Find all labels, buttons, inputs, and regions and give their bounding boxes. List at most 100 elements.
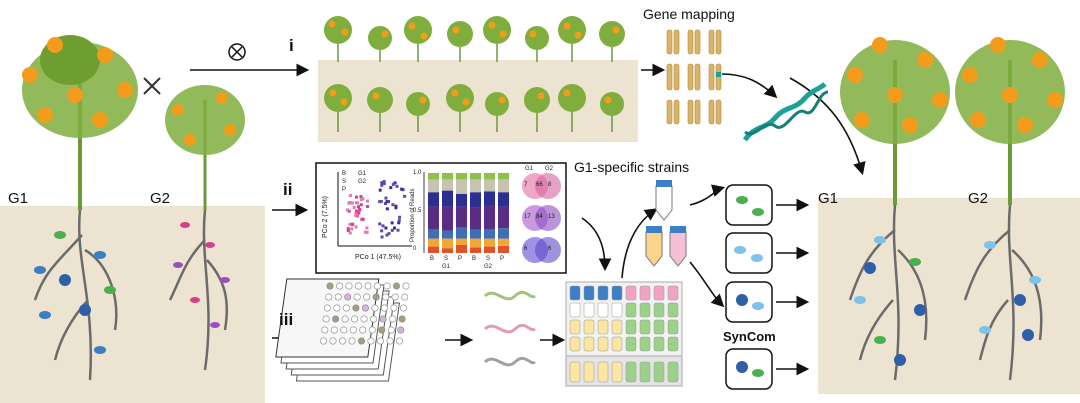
pcoa-legend-item: P bbox=[342, 187, 347, 193]
right-soil-panel bbox=[818, 198, 1080, 394]
pcoa-point bbox=[390, 221, 394, 225]
rack-tube bbox=[653, 336, 665, 352]
arrow-dna-to-plant bbox=[789, 77, 866, 176]
rack-tube bbox=[625, 319, 637, 335]
stacked-bar-segment bbox=[484, 173, 495, 180]
label-g1-right: G1 bbox=[818, 190, 839, 207]
rack-tube bbox=[611, 361, 623, 383]
plate-well bbox=[325, 293, 333, 301]
pcoa-point bbox=[395, 184, 399, 188]
pcoa-point bbox=[348, 231, 352, 235]
rack-tube bbox=[569, 302, 581, 318]
stacked-bar-segment bbox=[484, 238, 495, 247]
rack-tube bbox=[611, 302, 623, 318]
stacked-bar-segment bbox=[498, 245, 509, 253]
arrow-rack-to-tubes bbox=[621, 208, 658, 279]
g1-specific-tubes bbox=[645, 180, 687, 267]
venn-count: 66 bbox=[536, 182, 543, 188]
stacked-bar-segment bbox=[456, 206, 467, 228]
stacked-bar-segment bbox=[442, 248, 453, 253]
pcoa-point bbox=[385, 233, 389, 237]
rack-tube bbox=[639, 302, 651, 318]
pcoa-x-label: PCo 1 (47.5%) bbox=[355, 254, 401, 261]
pcoa-point bbox=[396, 228, 400, 232]
cross-symbol bbox=[143, 77, 161, 95]
pcoa-point bbox=[354, 209, 358, 213]
plate-well bbox=[386, 337, 394, 345]
pcoa-legend-item: B bbox=[342, 171, 347, 177]
rack-tube bbox=[667, 336, 679, 352]
stacked-bar-segment bbox=[428, 238, 439, 247]
pcoa-point bbox=[350, 227, 354, 231]
pcoa-point bbox=[352, 206, 356, 210]
stacked-bar-segment bbox=[428, 229, 439, 239]
arrow-tubes-to-syncoms bbox=[689, 184, 726, 206]
rack-tube bbox=[653, 302, 665, 318]
plate-well bbox=[378, 326, 386, 334]
stacked-bar-segment bbox=[484, 191, 495, 205]
bars-category-label: S bbox=[444, 256, 449, 262]
pcoa-point bbox=[379, 199, 383, 203]
pcoa-point bbox=[391, 203, 395, 207]
pcoa-point bbox=[357, 211, 361, 215]
stacked-bar-segment bbox=[498, 238, 509, 246]
pcoa-point bbox=[393, 226, 397, 230]
plate-well bbox=[379, 315, 387, 323]
plate-well bbox=[364, 282, 372, 290]
pcoa-point bbox=[347, 209, 351, 213]
stacked-bar-segment bbox=[456, 173, 467, 180]
plate-well bbox=[368, 326, 376, 334]
bars-group-label: G2 bbox=[484, 264, 493, 270]
stacked-bar-segment bbox=[470, 247, 481, 253]
stacked-bar-segment bbox=[456, 238, 467, 245]
bars-y-label: Proportion of Reads bbox=[410, 188, 416, 242]
venn-count: 6 bbox=[548, 246, 552, 252]
bars-category-label: P bbox=[458, 256, 463, 262]
pcoa-point bbox=[354, 211, 358, 215]
pcoa-point bbox=[361, 217, 365, 221]
stacked-bar-segment bbox=[484, 179, 495, 192]
pcoa-point bbox=[384, 196, 388, 200]
rack-tube bbox=[597, 302, 609, 318]
pcoa-point bbox=[378, 188, 382, 192]
bars-category-label: S bbox=[486, 256, 491, 262]
plate-well bbox=[341, 315, 349, 323]
syncom-arrows bbox=[776, 198, 810, 376]
pcoa-point bbox=[400, 187, 404, 191]
pcoa-point bbox=[366, 199, 370, 203]
rack-tube bbox=[639, 361, 651, 383]
stacked-bars bbox=[428, 173, 509, 253]
label-g2-left: G2 bbox=[150, 190, 171, 207]
rack-tube bbox=[597, 319, 609, 335]
pcoa-point bbox=[380, 229, 384, 233]
plate-well bbox=[392, 282, 400, 290]
stacked-bar-segment bbox=[484, 229, 495, 239]
venn-header: G2 bbox=[545, 166, 554, 172]
bars-category-label: B bbox=[472, 256, 477, 262]
plate-well bbox=[354, 282, 362, 290]
plate-well bbox=[399, 304, 407, 312]
stacked-bar-segment bbox=[442, 206, 453, 231]
plate-well bbox=[360, 315, 368, 323]
microbes-left bbox=[34, 222, 230, 354]
stacked-bar-segment bbox=[428, 179, 439, 193]
stacked-bar-segment bbox=[470, 207, 481, 230]
rack-tubes bbox=[569, 285, 679, 383]
plate-well bbox=[351, 315, 359, 323]
dna-helix bbox=[742, 82, 829, 142]
pcoa-point bbox=[391, 182, 395, 186]
pcoa-legend-item: G2 bbox=[358, 179, 367, 185]
stacked-bar-segment bbox=[428, 192, 439, 207]
rack-tube bbox=[611, 336, 623, 352]
rack-tube bbox=[667, 302, 679, 318]
field-soil-panel bbox=[318, 60, 638, 142]
pcoa-point bbox=[397, 219, 401, 223]
microbes-right bbox=[854, 236, 1041, 366]
sequencing-dna bbox=[483, 290, 536, 367]
plate-well bbox=[390, 304, 398, 312]
stacked-bar-segment bbox=[456, 179, 467, 194]
pcoa-point bbox=[380, 183, 384, 187]
stacked-bar-segment bbox=[498, 228, 509, 239]
field-seedlings bbox=[324, 16, 625, 132]
pcoa-point bbox=[384, 202, 388, 206]
